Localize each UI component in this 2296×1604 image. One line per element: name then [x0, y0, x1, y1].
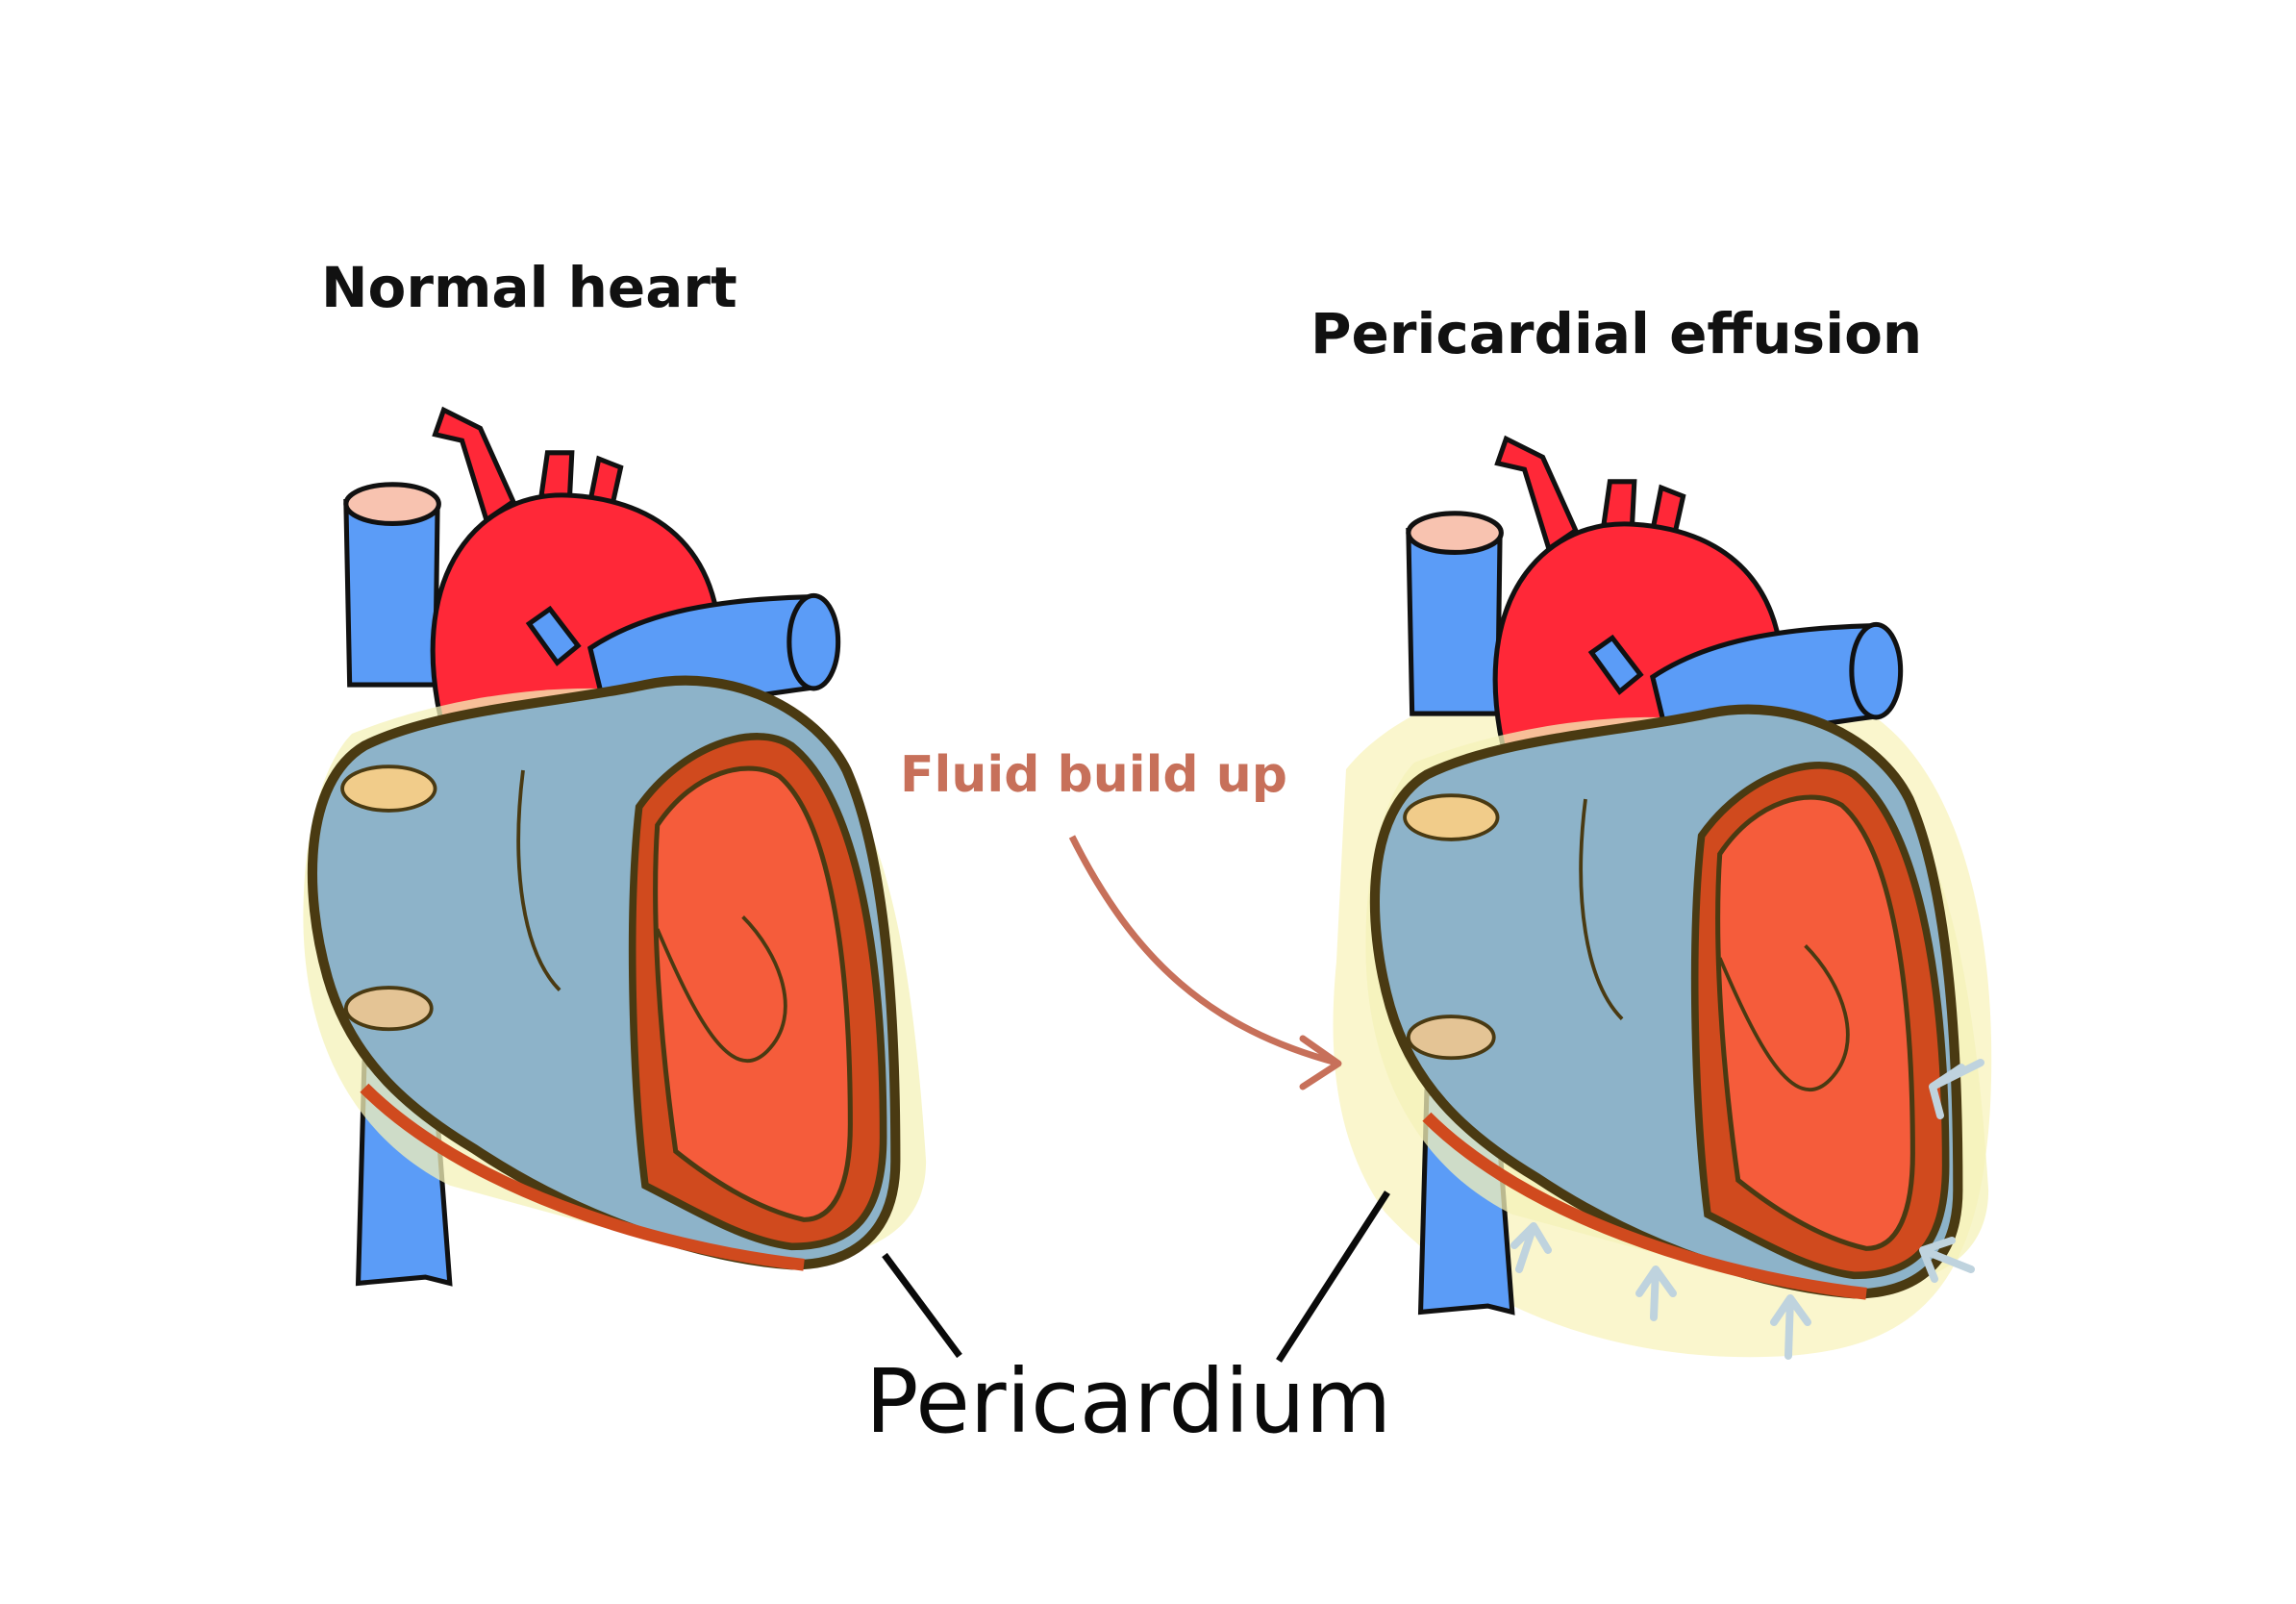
- pericardial-effusion-title: Pericardial effusion: [1310, 301, 1923, 366]
- pericardium-leader-right: [1276, 1190, 1390, 1363]
- fluid-build-up-label: Fluid build up: [900, 746, 1287, 804]
- fluid-arrowhead: [1299, 1035, 1342, 1090]
- pericardium-leader-left: [882, 1252, 962, 1359]
- effusion-heart-illustration: [1365, 439, 1988, 1312]
- normal-heart-illustration: [303, 410, 926, 1283]
- fluid-arrow: [1068, 835, 1337, 1066]
- normal-heart-title: Normal heart: [321, 255, 737, 320]
- pressure-arrows: [1510, 1059, 1984, 1360]
- pericardium-label: Pericardium: [865, 1350, 1392, 1453]
